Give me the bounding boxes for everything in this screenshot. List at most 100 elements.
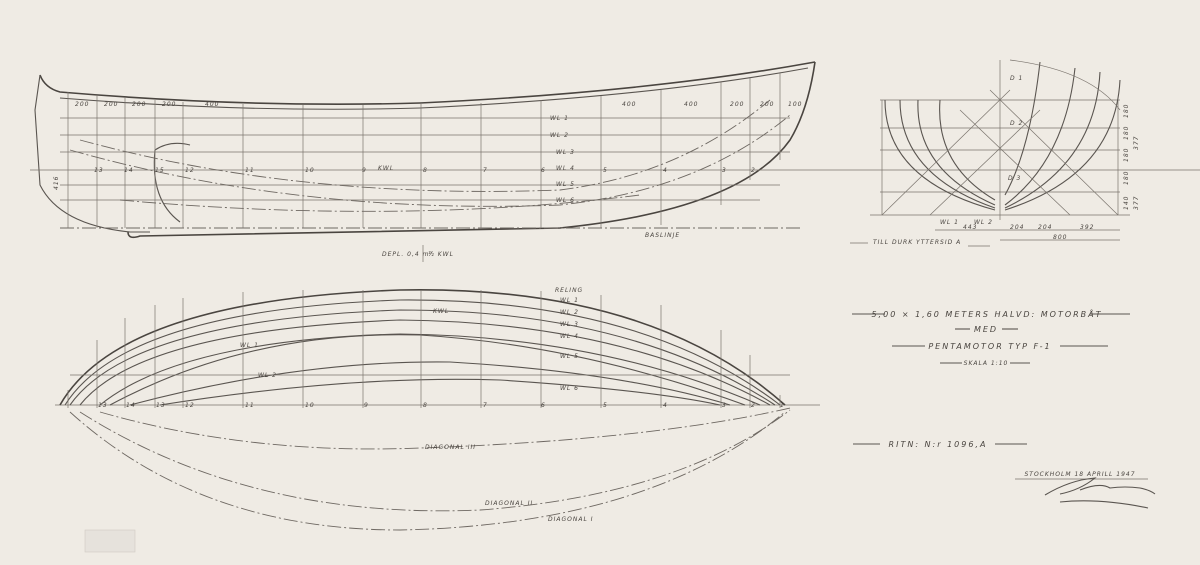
label: 15 <box>155 167 165 174</box>
label: 11 <box>245 402 255 409</box>
dim-label: 400 <box>684 101 698 108</box>
profile-station-numbers: 13 14 15 12 11 10 9 8 7 6 5 4 3 2 <box>94 167 756 174</box>
stem <box>127 61 816 239</box>
label: 14 <box>126 402 136 409</box>
diagonal-label: D 2 <box>1010 120 1023 127</box>
dim-label: 392 <box>1080 224 1094 231</box>
waterline-label: WL 6 <box>556 197 575 204</box>
label: 5 <box>603 402 608 409</box>
sheer-label: RELING <box>555 287 583 294</box>
displacement-note: DEPL. 0,4 m³ <box>382 251 433 258</box>
diagonal-2 <box>79 409 791 512</box>
wl-label: WL 1 <box>240 342 259 349</box>
label: 9 <box>362 167 367 174</box>
dim-label: 400 <box>205 101 219 108</box>
kwl-note: ½ KWL <box>428 251 454 258</box>
kwl-label: KWL <box>378 165 394 172</box>
profile-station-lines <box>67 73 781 228</box>
label: 4 <box>663 402 668 409</box>
dim-label: 200 <box>75 101 89 108</box>
label: 13 <box>156 402 166 409</box>
kwl-label: KWL <box>433 308 449 315</box>
diagonal-label: D 1 <box>1010 75 1023 82</box>
label: 8 <box>423 402 428 409</box>
sheer-plan <box>59 289 786 406</box>
title-line-3: PENTAMOTOR TYP F-1 <box>928 342 1051 351</box>
label: 10 <box>305 167 315 174</box>
signature <box>1044 477 1156 509</box>
label: 13 <box>94 167 104 174</box>
title-line-2: MED <box>974 325 998 334</box>
waterline-label: WL 5 <box>556 181 575 188</box>
body-plan-note: TILL DURK YTTERSID A <box>873 239 961 246</box>
scale-label: SKALA 1:10 <box>964 360 1009 367</box>
label: 2 <box>751 402 756 409</box>
plan-view: RELING WL 1 WL 2 WL 3 WL 4 WL 5 WL 6 KWL… <box>55 287 820 531</box>
dim-label: 443 <box>963 224 977 231</box>
title-line-1: 5,00 × 1,60 METERS HALVD: MOTORBÅT <box>871 308 1102 319</box>
label: 377 <box>1133 136 1140 150</box>
label: 140 <box>1123 196 1130 210</box>
label: 11 <box>245 167 255 174</box>
label: 7 <box>483 402 488 409</box>
label: 5 <box>603 167 608 174</box>
label: 180 <box>1123 148 1130 162</box>
place-date: STOCKHOLM 18 APRILL 1947 <box>1024 471 1135 478</box>
dim-label: 200 <box>760 101 774 108</box>
label: 12 <box>185 167 195 174</box>
waterline-label: WL 4 <box>560 333 579 340</box>
wl-label: WL 2 <box>974 219 993 226</box>
sheer-line <box>39 61 816 105</box>
wl-label: WL 1 <box>940 219 959 226</box>
label: 3 <box>722 402 727 409</box>
dim-label: 200 <box>730 101 744 108</box>
waterline-label: WL 1 <box>550 115 569 122</box>
dim-label: 200 <box>104 101 118 108</box>
label: 4 <box>663 167 668 174</box>
wl-label: WL 2 <box>258 372 277 379</box>
dim-label: 200 <box>162 101 176 108</box>
label: 180 <box>1123 171 1130 185</box>
diagonal-3 <box>99 407 791 450</box>
body-plan: D 1 D 2 D 3 WL 1 WL 2 443 204 204 392 80… <box>850 59 1140 247</box>
label: 7 <box>483 167 488 174</box>
label: 8 <box>423 167 428 174</box>
label: 10 <box>305 402 315 409</box>
label: 12 <box>185 402 195 409</box>
label: 180 <box>1123 104 1130 118</box>
waterline-label: WL 2 <box>550 132 569 139</box>
waterline-label: WL 6 <box>560 385 579 392</box>
label: 9 <box>364 402 369 409</box>
dim-label: 204 <box>1010 224 1024 231</box>
label: 2 <box>751 167 756 174</box>
label: 377 <box>1133 196 1140 210</box>
label: 3 <box>722 167 727 174</box>
waterline-label: WL 3 <box>560 321 579 328</box>
waterline-label: WL 2 <box>560 309 579 316</box>
label: 13 <box>98 402 108 409</box>
diagonal-label: DIAGONAL I <box>548 516 593 523</box>
plan-station-lines <box>67 290 781 408</box>
waterline-label: WL 1 <box>560 297 579 304</box>
dim-label: 204 <box>1038 224 1052 231</box>
height-dim: 416 <box>53 176 60 190</box>
dim-total: 800 <box>1053 234 1067 241</box>
plan-station-numbers: 13 14 13 12 11 10 9 8 7 6 5 4 3 2 1 <box>98 402 785 409</box>
diagonal-label: DIAGONAL III <box>425 444 476 451</box>
waterline-label: WL 3 <box>556 149 575 156</box>
label: 180 <box>1123 126 1130 140</box>
profile-view: 200 200 200 200 400 400 400 200 200 100 … <box>30 61 1200 262</box>
label: 6 <box>541 402 546 409</box>
label: 14 <box>124 167 134 174</box>
drawing-number: RITN: N:r 1096,A <box>889 440 988 449</box>
dim-label: 100 <box>788 101 802 108</box>
baseline-label: BASLINJE <box>645 232 680 239</box>
archive-stamp <box>84 529 136 553</box>
waterline-label: WL 4 <box>556 165 575 172</box>
label: 1 <box>780 402 785 409</box>
dim-label: 200 <box>132 101 146 108</box>
waterline-label: WL 5 <box>560 353 579 360</box>
dim-label: 400 <box>622 101 636 108</box>
label: 6 <box>541 167 546 174</box>
